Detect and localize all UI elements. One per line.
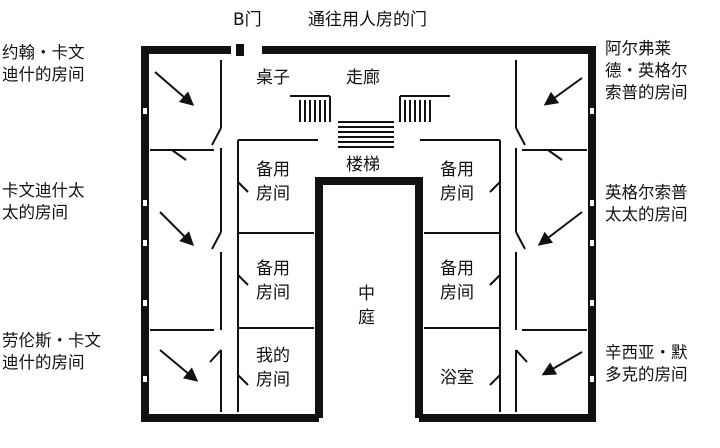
spare-room-left-1-line-1: 备用	[256, 160, 290, 180]
cynthia-room-line-2: 多克的房间	[605, 365, 688, 384]
my-room-line-2: 房间	[256, 370, 290, 390]
doors	[171, 127, 563, 386]
mrs-inglethorp-room-line-1: 英格尔索普	[605, 183, 688, 202]
cynthia-room-line-1: 辛西亚・默	[605, 343, 688, 362]
john-room-line-2: 迪什的房间	[2, 65, 85, 84]
alfred-room-line-2: 德・英格尔	[605, 61, 688, 80]
alfred-room-line-1: 阿尔弗莱	[605, 39, 671, 58]
spare-room-left-2: 备用 房间	[256, 257, 290, 305]
john-room-label: 约翰・卡文 迪什的房间	[2, 42, 85, 86]
room-pointer-arrows	[154, 71, 583, 382]
spare-room-right-1-line-1: 备用	[440, 160, 474, 180]
mrs-cavendish-room-line-2: 太的房间	[2, 203, 68, 222]
mrs-inglethorp-room-line-2: 太太的房间	[605, 205, 688, 224]
courtyard-label: 中 庭	[358, 282, 375, 330]
lawrence-room-line-1: 劳伦斯・卡文	[2, 331, 101, 350]
john-room-line-1: 约翰・卡文	[2, 43, 85, 62]
spare-room-right-2-line-1: 备用	[440, 259, 474, 279]
corridor-label: 走廊	[346, 68, 380, 88]
spare-room-left-1-line-2: 房间	[256, 184, 290, 204]
spare-room-right-1-line-2: 房间	[440, 184, 474, 204]
bathroom-label: 浴室	[440, 368, 474, 388]
servant-door-label: 通往用人房的门	[308, 10, 427, 30]
door-b-label: B门	[233, 10, 262, 30]
my-room-line-1: 我的	[256, 346, 290, 366]
spare-room-left-1: 备用 房间	[256, 158, 290, 206]
stairs-label: 楼梯	[346, 155, 380, 175]
spare-room-right-1: 备用 房间	[440, 158, 474, 206]
interior-walls	[150, 60, 587, 412]
courtyard-line-2: 庭	[358, 308, 375, 328]
spare-room-left-2-line-1: 备用	[256, 259, 290, 279]
spare-room-right-2-line-2: 房间	[440, 283, 474, 303]
table-label: 桌子	[256, 68, 290, 88]
wall-openings	[143, 108, 594, 382]
my-room: 我的 房间	[256, 344, 290, 392]
outer-walls	[141, 44, 596, 422]
spare-room-left-2-line-2: 房间	[256, 283, 290, 303]
lawrence-room-label: 劳伦斯・卡文 迪什的房间	[2, 330, 101, 374]
staircase	[290, 95, 450, 148]
mrs-cavendish-room-label: 卡文迪什太 太的房间	[2, 180, 85, 224]
mrs-inglethorp-room-label: 英格尔索普 太太的房间	[605, 182, 688, 226]
alfred-room-line-3: 索普的房间	[605, 83, 688, 102]
cynthia-room-label: 辛西亚・默 多克的房间	[605, 342, 688, 386]
alfred-room-label: 阿尔弗莱 德・英格尔 索普的房间	[605, 38, 688, 104]
lawrence-room-line-2: 迪什的房间	[2, 353, 85, 372]
mrs-cavendish-room-line-1: 卡文迪什太	[2, 181, 85, 200]
spare-room-right-2: 备用 房间	[440, 257, 474, 305]
courtyard-line-1: 中	[358, 284, 375, 304]
